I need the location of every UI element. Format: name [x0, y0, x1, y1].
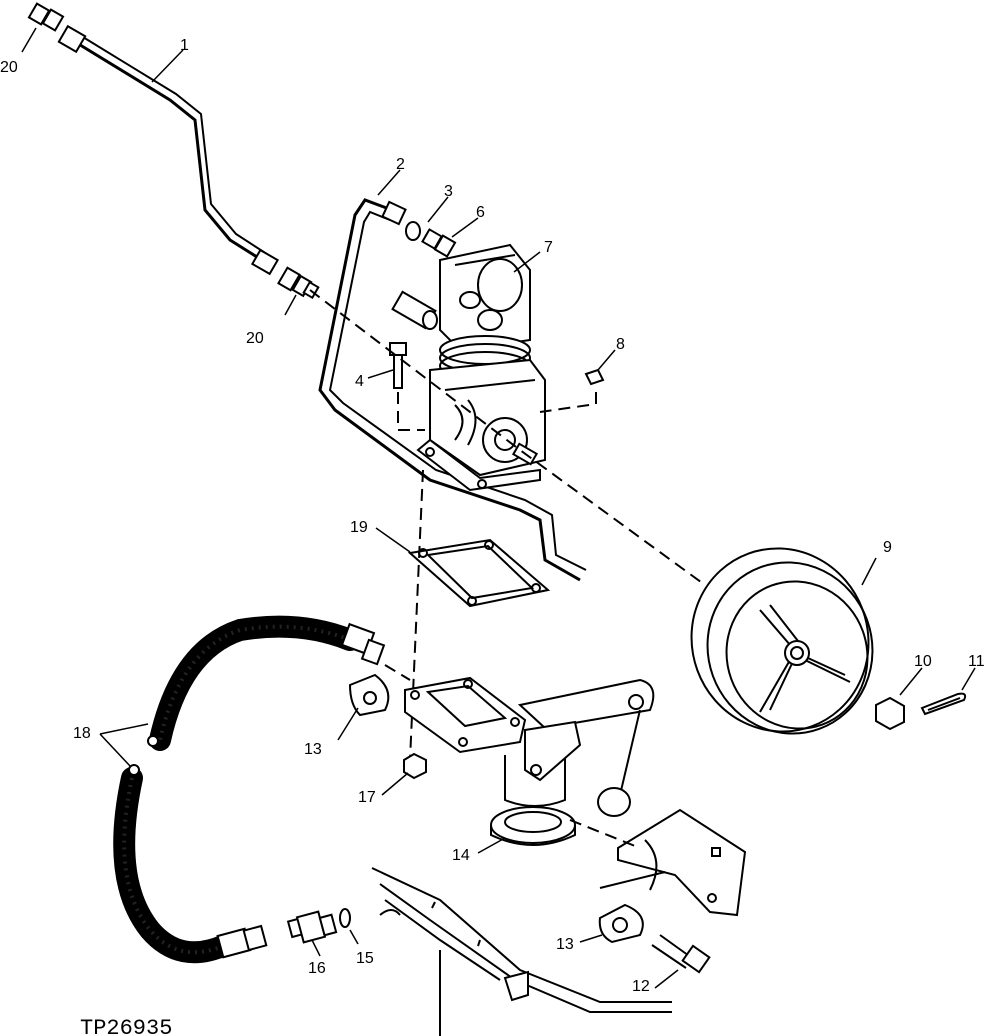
callout-20-lower: 20: [246, 330, 264, 347]
cap-screw-12: [651, 934, 711, 974]
callout-10: 10: [914, 653, 932, 670]
callout-9: 9: [883, 539, 892, 556]
callout-16: 16: [308, 960, 326, 977]
hose-centerline: [384, 664, 411, 681]
clamp-13-lower: [598, 903, 644, 944]
callout-13-upper: 13: [304, 741, 322, 758]
air-line-middle: [318, 198, 587, 582]
cotter-pin-11: [920, 692, 967, 716]
machine-frame: [371, 867, 672, 1036]
callout-2: 2: [396, 156, 405, 173]
callout-17: 17: [358, 789, 376, 806]
callout-19: 19: [350, 519, 368, 536]
key-8: [539, 368, 605, 413]
mounting-bracket-14: [404, 676, 655, 846]
callout-1: 1: [180, 37, 189, 54]
bracket-plate: [569, 808, 747, 917]
nut-17: [403, 752, 427, 780]
callout-4: 4: [355, 373, 364, 390]
fitting-20-upper: [27, 2, 65, 32]
fitting-16: [286, 910, 338, 944]
air-line-upper: [57, 24, 280, 276]
leader-lines: [21, 27, 976, 989]
o-ring-3: [405, 221, 421, 241]
mount-centerline: [409, 469, 424, 761]
callout-3: 3: [444, 183, 453, 200]
gasket-19: [407, 538, 551, 608]
cap-screw-4: [389, 342, 425, 431]
fitting-6: [421, 228, 457, 258]
callout-13-lower: 13: [556, 936, 574, 953]
callout-6: 6: [476, 204, 485, 221]
nut-10: [875, 696, 905, 731]
fitting-20-lower: [277, 266, 320, 300]
callout-labels: 1 2 3 4 6 7 8 9 10 11 12 13 13 14 15 16 …: [0, 37, 985, 995]
callout-20-upper: 20: [0, 59, 18, 76]
callout-14: 14: [452, 847, 470, 864]
hose-18: [113, 615, 386, 964]
callout-12: 12: [632, 978, 650, 995]
callout-18: 18: [73, 725, 91, 742]
pulley-9: [690, 547, 874, 735]
callout-8: 8: [616, 336, 625, 353]
callout-7: 7: [544, 239, 553, 256]
clamp-13-upper: [348, 673, 390, 717]
figure-reference: TP26935: [80, 1016, 172, 1036]
air-compressor-7: [391, 243, 546, 492]
callout-15: 15: [356, 950, 374, 967]
o-ring-15: [339, 908, 351, 928]
callout-11: 11: [968, 653, 985, 670]
